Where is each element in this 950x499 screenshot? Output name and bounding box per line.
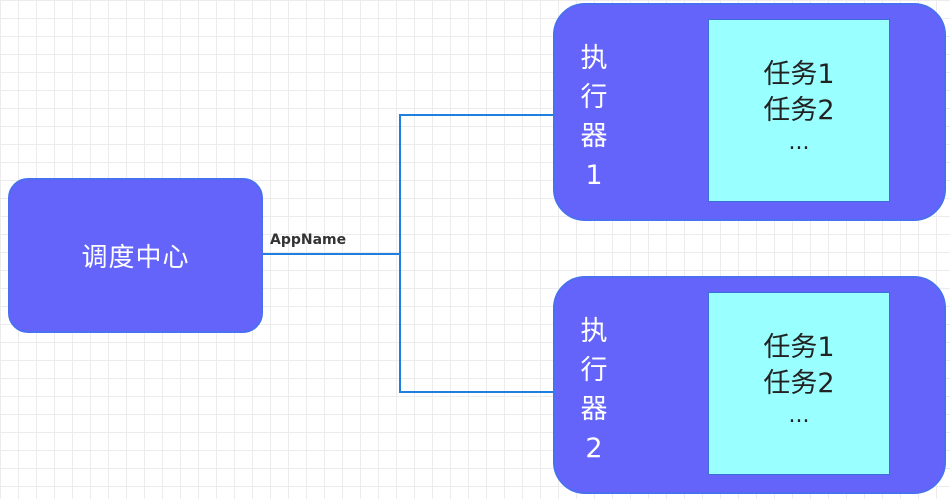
executor-2-node[interactable]: 执 行 器 2 任务1 任务2 ... xyxy=(553,276,946,494)
executor-1-task-box[interactable]: 任务1 任务2 ... xyxy=(708,19,890,202)
scheduler-center-label: 调度中心 xyxy=(81,243,190,273)
executor-label-char: 器 xyxy=(580,121,608,152)
executor-1-node[interactable]: 执 行 器 1 任务1 任务2 ... xyxy=(553,3,946,221)
edge-to-executor-2 xyxy=(399,254,553,393)
executor-2-task-box[interactable]: 任务1 任务2 ... xyxy=(708,292,890,475)
task-item: 任务1 xyxy=(763,59,835,90)
task-item: 任务2 xyxy=(763,368,835,399)
task-item: 任务1 xyxy=(763,332,835,363)
executor-label-char: 行 xyxy=(580,82,608,113)
edge-label-appname: AppName xyxy=(270,232,347,248)
task-more-ellipsis: ... xyxy=(788,403,810,428)
edge-to-executor-1 xyxy=(246,114,553,255)
executor-label-char: 器 xyxy=(580,394,608,425)
task-more-ellipsis: ... xyxy=(788,130,810,155)
executor-1-label: 执 行 器 1 xyxy=(567,39,621,195)
executor-label-char: 执 xyxy=(580,316,608,347)
executor-2-label: 执 行 器 2 xyxy=(567,312,621,468)
executor-number: 2 xyxy=(585,433,603,464)
scheduler-center-node[interactable]: 调度中心 xyxy=(8,178,263,333)
executor-number: 1 xyxy=(585,160,603,191)
executor-label-char: 执 xyxy=(580,43,608,74)
executor-label-char: 行 xyxy=(580,355,608,386)
task-item: 任务2 xyxy=(763,95,835,126)
